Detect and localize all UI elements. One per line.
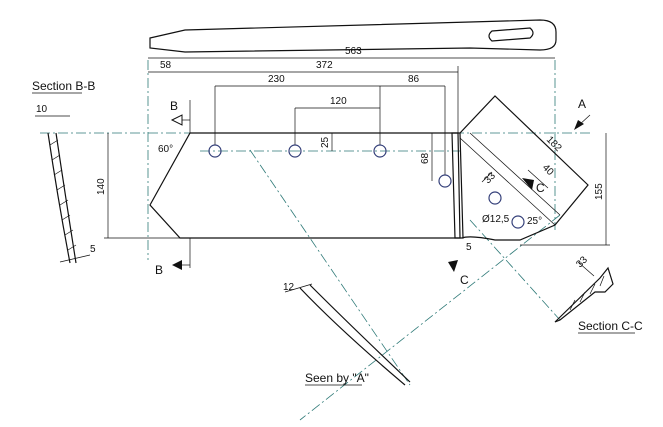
centerline-diag3 xyxy=(249,149,411,386)
hole-diameter: Ø12,5 xyxy=(482,214,510,225)
section-bb: Section B-B 10 5 xyxy=(32,79,96,264)
svg-text:155: 155 xyxy=(594,183,605,200)
centerline-diag1 xyxy=(299,214,561,421)
dimension-120: 120 xyxy=(294,96,380,145)
hole-2 xyxy=(288,144,302,158)
dimension-140: 140 xyxy=(96,133,180,239)
hole-3 xyxy=(373,144,387,158)
dimension-155: 155 xyxy=(520,133,610,246)
svg-text:10: 10 xyxy=(36,104,48,115)
share-angle: 25° xyxy=(527,216,542,227)
section-marker-c-share: C xyxy=(522,178,545,195)
hatched-edge xyxy=(451,132,464,239)
section-marker-b-bottom: B xyxy=(155,260,190,277)
top-bar-outline xyxy=(149,19,557,53)
dimension-230: 230 xyxy=(214,74,446,175)
svg-text:68: 68 xyxy=(420,152,431,164)
svg-text:Section C-C: Section C-C xyxy=(578,319,643,333)
svg-text:230: 230 xyxy=(268,74,285,85)
svg-text:B: B xyxy=(170,99,178,113)
dimension-86: 86 xyxy=(379,74,420,145)
bevel-angle: 60° xyxy=(158,144,173,155)
svg-text:12: 12 xyxy=(283,282,295,293)
svg-text:140: 140 xyxy=(96,178,107,195)
dimension-58: 58 xyxy=(148,60,190,73)
svg-text:120: 120 xyxy=(330,96,347,107)
svg-text:33: 33 xyxy=(482,170,498,186)
dimension-68: 68 xyxy=(420,133,433,181)
svg-text:5: 5 xyxy=(90,244,96,255)
hole-1 xyxy=(208,144,222,158)
svg-text:A: A xyxy=(578,97,586,111)
svg-text:86: 86 xyxy=(408,74,420,85)
section-cc: 33 Section C-C xyxy=(554,254,643,334)
centerline-diag2 xyxy=(469,219,561,321)
svg-text:Seen by "A": Seen by "A" xyxy=(305,371,369,385)
svg-text:25: 25 xyxy=(320,136,331,148)
dimension-372: 372 xyxy=(190,60,459,133)
dimension-33-share: 33 xyxy=(481,170,498,186)
view-a: 12 Seen by "A" xyxy=(283,282,411,386)
svg-text:182: 182 xyxy=(544,134,564,154)
svg-text:58: 58 xyxy=(160,60,172,71)
svg-text:B: B xyxy=(155,263,163,277)
svg-text:563: 563 xyxy=(345,46,362,57)
svg-text:372: 372 xyxy=(316,60,333,71)
top-bar-slot xyxy=(488,27,534,42)
hole-4 xyxy=(438,174,452,188)
dimension-563: 563 xyxy=(148,46,555,59)
svg-text:C: C xyxy=(536,181,545,195)
section-marker-c-bottom: C xyxy=(448,260,469,287)
svg-text:Section B-B: Section B-B xyxy=(32,79,95,93)
dimension-182: 182 xyxy=(544,134,564,154)
share-hole-1 xyxy=(488,191,502,205)
view-marker-a: A xyxy=(574,97,591,130)
section-marker-b-top: B xyxy=(170,99,190,126)
svg-text:33: 33 xyxy=(574,254,590,270)
edge-thickness: 5 xyxy=(466,242,472,253)
share-hole-2 xyxy=(511,215,525,229)
svg-text:C: C xyxy=(460,273,469,287)
svg-text:40: 40 xyxy=(540,162,556,178)
share-outline xyxy=(459,95,589,241)
dimension-25: 25 xyxy=(320,133,333,151)
plate-outline xyxy=(149,132,461,239)
